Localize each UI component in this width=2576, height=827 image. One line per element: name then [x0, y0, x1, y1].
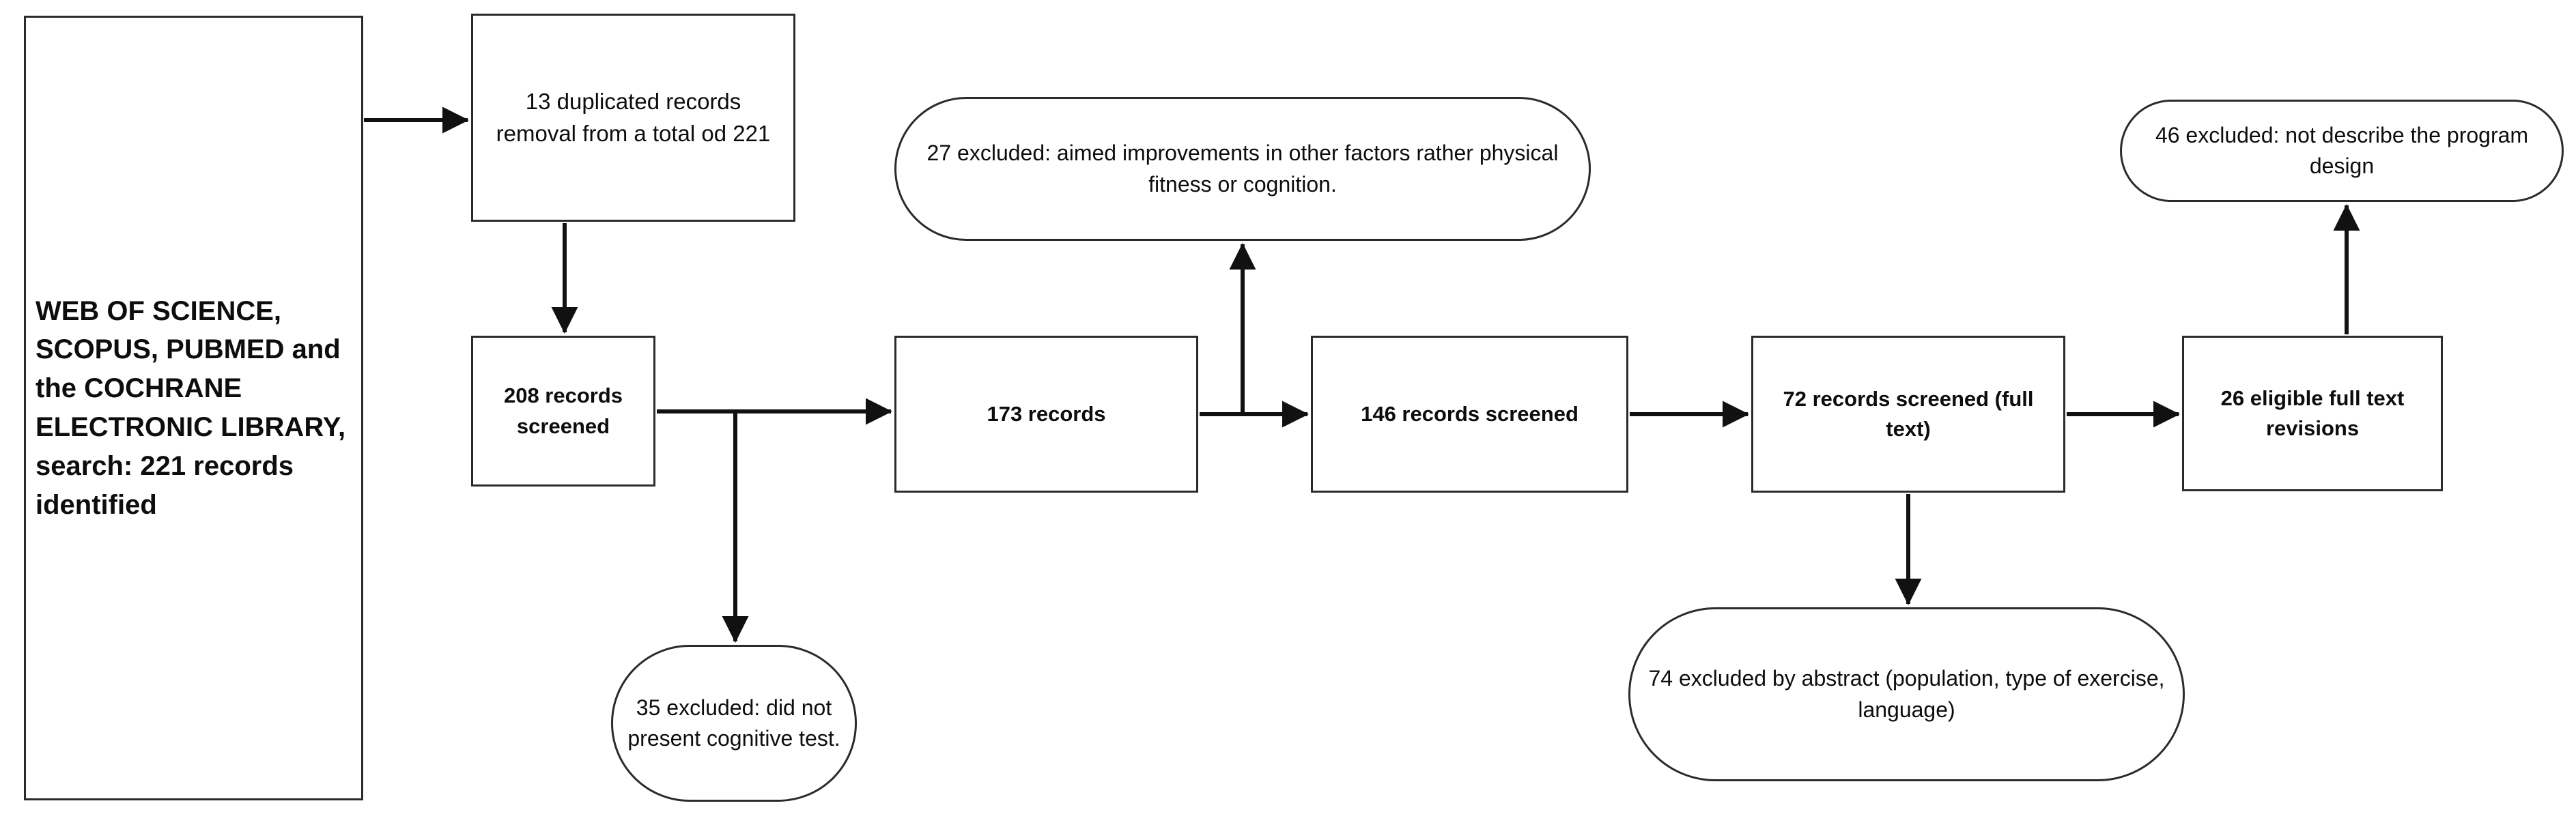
node-26-eligible-full-text-revisions-label: 26 eligible full text revisions — [2220, 386, 2405, 440]
node-35-excluded-label: 35 excluded: did not present cognitive t… — [627, 695, 840, 751]
node-46-excluded-label: 46 excluded: not describe the program de… — [2155, 122, 2529, 178]
node-72-records-screened-full-text[interactable]: 72 records screened (full text) — [1751, 336, 2065, 493]
node-72-records-screened-full-text-label: 72 records screened (full text) — [1783, 386, 2034, 441]
node-208-records-screened[interactable]: 208 records screened — [471, 336, 655, 487]
node-173-records-label: 173 records — [987, 401, 1106, 426]
node-74-excluded-label: 74 excluded by abstract (population, typ… — [1648, 666, 2165, 722]
node-146-records-screened-label: 146 records screened — [1361, 401, 1579, 426]
node-35-excluded[interactable]: 35 excluded: did not present cognitive t… — [611, 645, 857, 802]
node-74-excluded[interactable]: 74 excluded by abstract (population, typ… — [1628, 607, 2185, 781]
node-duplicated-records[interactable]: 13 duplicated records removal from a tot… — [471, 14, 795, 222]
node-source-databases-label: WEB OF SCIENCE, SCOPUS, PUBMED and the C… — [36, 295, 346, 520]
node-27-excluded[interactable]: 27 excluded: aimed improvements in other… — [894, 97, 1591, 241]
node-duplicated-records-label: 13 duplicated records removal from a tot… — [496, 88, 771, 146]
node-173-records[interactable]: 173 records — [894, 336, 1198, 493]
node-source-databases[interactable]: WEB OF SCIENCE, SCOPUS, PUBMED and the C… — [24, 16, 363, 800]
node-27-excluded-label: 27 excluded: aimed improvements in other… — [926, 141, 1559, 197]
node-46-excluded[interactable]: 46 excluded: not describe the program de… — [2120, 100, 2564, 202]
node-26-eligible-full-text-revisions[interactable]: 26 eligible full text revisions — [2182, 336, 2443, 491]
node-146-records-screened[interactable]: 146 records screened — [1311, 336, 1628, 493]
node-208-records-screened-label: 208 records screened — [503, 383, 623, 438]
